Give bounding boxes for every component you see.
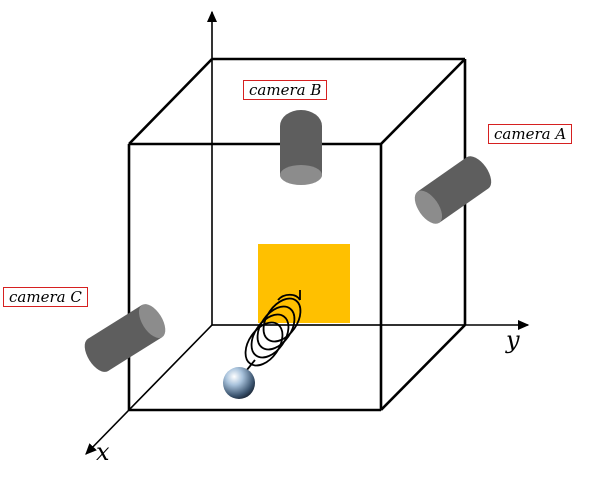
ball-icon xyxy=(223,367,255,399)
camera-c-label: camera C xyxy=(3,287,88,307)
cube-back-edges xyxy=(128,324,465,411)
camera-a-label: camera A xyxy=(488,124,573,144)
x-axis xyxy=(85,324,213,455)
axes xyxy=(85,10,530,455)
camera-b-icon xyxy=(280,110,322,185)
camera-c-icon xyxy=(84,304,166,372)
spring-icon xyxy=(241,290,302,377)
x-axis-label: x xyxy=(96,438,110,466)
camera-a-icon xyxy=(414,156,492,224)
y-axis-label: y xyxy=(506,326,520,354)
camera-b-label: camera B xyxy=(243,80,328,100)
